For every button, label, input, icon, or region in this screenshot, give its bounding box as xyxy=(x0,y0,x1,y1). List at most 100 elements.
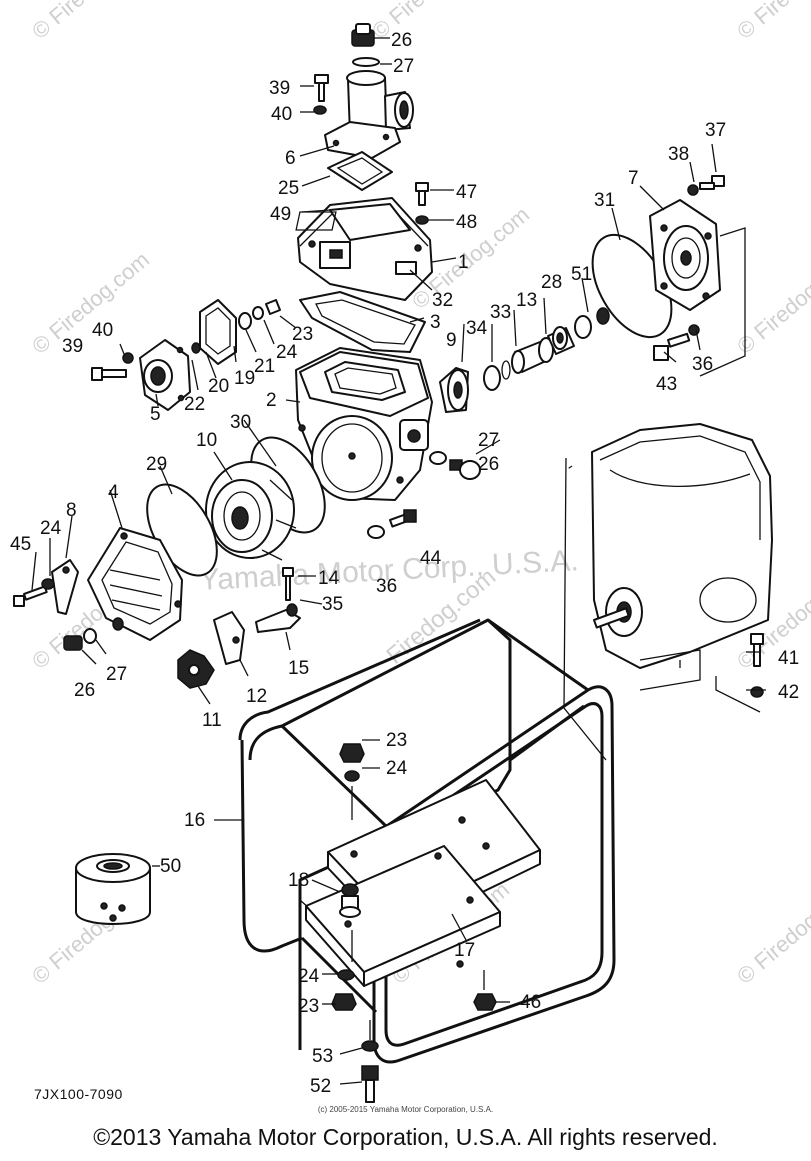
callout-53: 53 xyxy=(312,1046,333,1067)
callout-1: 1 xyxy=(458,252,469,273)
callout-41: 41 xyxy=(778,648,799,669)
pin-20 xyxy=(191,342,201,354)
callout-44: 44 xyxy=(420,548,442,569)
bolt-39-left xyxy=(91,352,134,381)
engine-outline xyxy=(591,423,773,691)
callout-23: 23 xyxy=(292,324,313,345)
callout-23: 23 xyxy=(298,996,319,1017)
knob-11 xyxy=(177,649,215,689)
drain-plug-26-left xyxy=(63,628,97,651)
nut-46 xyxy=(473,993,497,1011)
callout-25: 25 xyxy=(278,178,299,199)
callout-5: 5 xyxy=(150,404,161,425)
callout-24: 24 xyxy=(40,518,62,539)
pin-35 xyxy=(299,599,323,605)
callout-35: 35 xyxy=(322,594,343,615)
callout-21: 21 xyxy=(254,356,275,377)
callout-16: 16 xyxy=(184,810,205,831)
callout-8: 8 xyxy=(66,500,77,521)
callout-18: 18 xyxy=(288,870,309,891)
clamp-12 xyxy=(213,611,245,665)
callout-48: 48 xyxy=(456,212,477,233)
impeller-10 xyxy=(205,461,297,561)
watermark-top-mid: © Firedog.com xyxy=(367,0,494,44)
pump-cover xyxy=(295,197,433,301)
washer-42 xyxy=(750,686,764,698)
nut-23-upper xyxy=(265,299,281,315)
copyright-notice: ©2013 Yamaha Motor Corporation, U.S.A. A… xyxy=(93,1124,718,1150)
rubber-mount-18 xyxy=(339,883,361,918)
bolt-47 xyxy=(415,182,429,225)
callout-36: 36 xyxy=(692,354,713,375)
washer-36 xyxy=(367,525,385,539)
callout-30: 30 xyxy=(230,412,251,433)
small-copyright: (c) 2005-2015 Yamaha Motor Corporation, … xyxy=(317,1105,494,1114)
callout-34: 34 xyxy=(466,318,488,339)
callout-13: 13 xyxy=(516,290,537,311)
callout-11: 11 xyxy=(202,710,222,731)
callout-24: 24 xyxy=(386,758,408,779)
callout-15: 15 xyxy=(288,658,309,679)
watermark-corner-tr: © Firedog.com xyxy=(732,0,811,44)
callout-50: 50 xyxy=(160,856,181,877)
leader-lines xyxy=(31,37,766,1085)
callout-17: 17 xyxy=(454,940,475,961)
callout-24: 24 xyxy=(276,342,298,363)
callout-26: 26 xyxy=(391,30,412,51)
bolt-52-washer-53 xyxy=(361,1020,379,1103)
watermark-left-upper: © Firedog.com xyxy=(27,247,154,359)
bolt-39-top xyxy=(313,74,329,115)
callout-33: 33 xyxy=(490,302,511,323)
clamp-8 xyxy=(51,559,79,615)
callout-40: 40 xyxy=(271,104,292,125)
callout-27: 27 xyxy=(393,56,414,77)
spring-51 xyxy=(596,307,610,325)
watermark-corner-tl: © Firedog.com xyxy=(27,0,154,44)
callout-23: 23 xyxy=(386,730,407,751)
callout-47: 47 xyxy=(456,182,477,203)
bolt-45 xyxy=(13,578,55,607)
callout-42: 42 xyxy=(778,682,799,703)
engine-mount-rails xyxy=(305,779,541,987)
callout-46: 46 xyxy=(520,992,541,1013)
nut-23-bottom xyxy=(331,969,357,1011)
front-cover-4 xyxy=(87,527,183,641)
callout-9: 9 xyxy=(446,330,457,351)
diagram-code: 7JX100-7090 xyxy=(34,1086,123,1102)
callout-45: 45 xyxy=(10,534,31,555)
callout-22: 22 xyxy=(184,394,205,415)
callout-29: 29 xyxy=(146,454,167,475)
callout-24: 24 xyxy=(298,966,320,987)
watermark-right-low: © Firedog.com xyxy=(732,877,811,989)
bolt-41 xyxy=(750,633,764,667)
callout-49: 49 xyxy=(270,204,291,225)
engine-bracket-7 xyxy=(649,199,721,311)
pump-housing xyxy=(295,347,433,501)
callout-26: 26 xyxy=(74,680,95,701)
callout-3: 3 xyxy=(430,312,441,333)
callout-40: 40 xyxy=(92,320,113,341)
gasket-3 xyxy=(299,291,426,353)
callout-4: 4 xyxy=(108,482,119,503)
callout-6: 6 xyxy=(285,148,296,169)
callout-28: 28 xyxy=(541,272,562,293)
callout-39: 39 xyxy=(269,78,290,99)
callout-43: 43 xyxy=(656,374,677,395)
washer-21 xyxy=(238,312,252,330)
callout-2: 2 xyxy=(266,390,277,411)
callout-27: 27 xyxy=(106,664,127,685)
callout-27: 27 xyxy=(478,430,499,451)
callout-32: 32 xyxy=(432,290,453,311)
callout-52: 52 xyxy=(310,1076,331,1097)
washer-24-upper xyxy=(252,306,264,320)
callout-20: 20 xyxy=(208,376,229,397)
seal-assembly xyxy=(439,307,610,413)
callout-38: 38 xyxy=(668,144,689,165)
callout-19: 19 xyxy=(234,368,255,389)
callout-31: 31 xyxy=(594,190,615,211)
callout-37: 37 xyxy=(705,120,726,141)
callout-26: 26 xyxy=(478,454,499,475)
oring-27-mid xyxy=(429,451,447,465)
